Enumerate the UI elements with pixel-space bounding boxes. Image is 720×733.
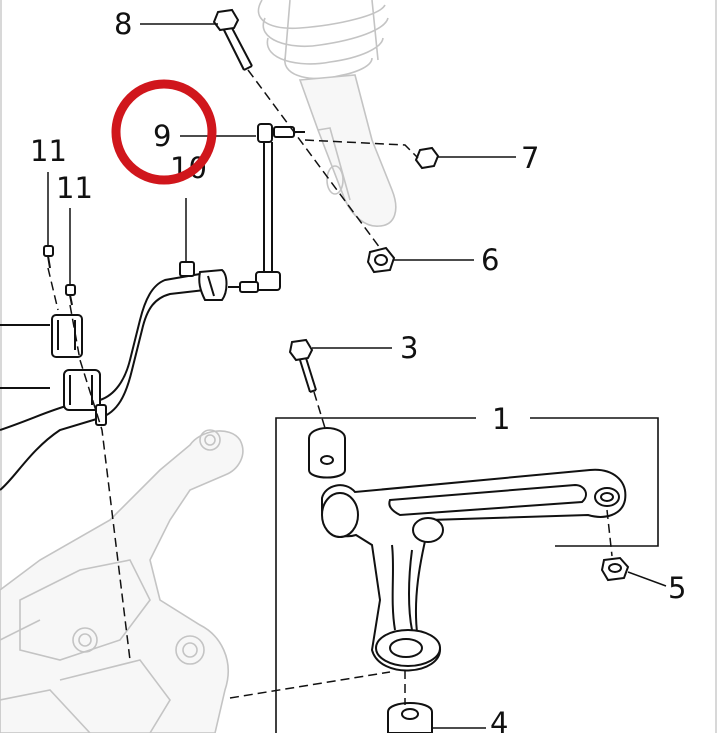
callout-8: 8 (114, 7, 132, 41)
subframe-ghost (0, 429, 244, 733)
nut-6 (366, 246, 396, 274)
callout-9: 9 (153, 119, 171, 153)
callout-7: 7 (521, 141, 539, 175)
callout-5: 5 (668, 571, 686, 605)
callout-labels: 8 9 10 11 11 7 6 3 1 5 4 (30, 7, 686, 733)
callout-11-b: 11 (56, 171, 93, 205)
callout-1: 1 (492, 402, 510, 436)
stabilizer-drop-link (228, 123, 305, 293)
strut-assembly-ghost (257, 0, 397, 227)
highlight-circle (111, 79, 217, 185)
stabilizer-bar (0, 261, 228, 491)
nut-7 (414, 146, 440, 170)
assembly-frame (275, 417, 659, 733)
bushing-bolts (43, 245, 76, 306)
callout-11-a: 11 (30, 134, 67, 168)
bar-clip (179, 261, 195, 277)
callout-3: 3 (400, 331, 418, 365)
lower-control-arm (288, 338, 627, 733)
callout-6: 6 (481, 243, 499, 277)
leader-lines (47, 23, 667, 729)
callout-4: 4 (490, 706, 508, 733)
nut-5 (600, 556, 630, 582)
bolt-8 (212, 8, 253, 71)
assembly-dash-lines (47, 69, 613, 705)
bar-bushing-upper (51, 314, 83, 358)
